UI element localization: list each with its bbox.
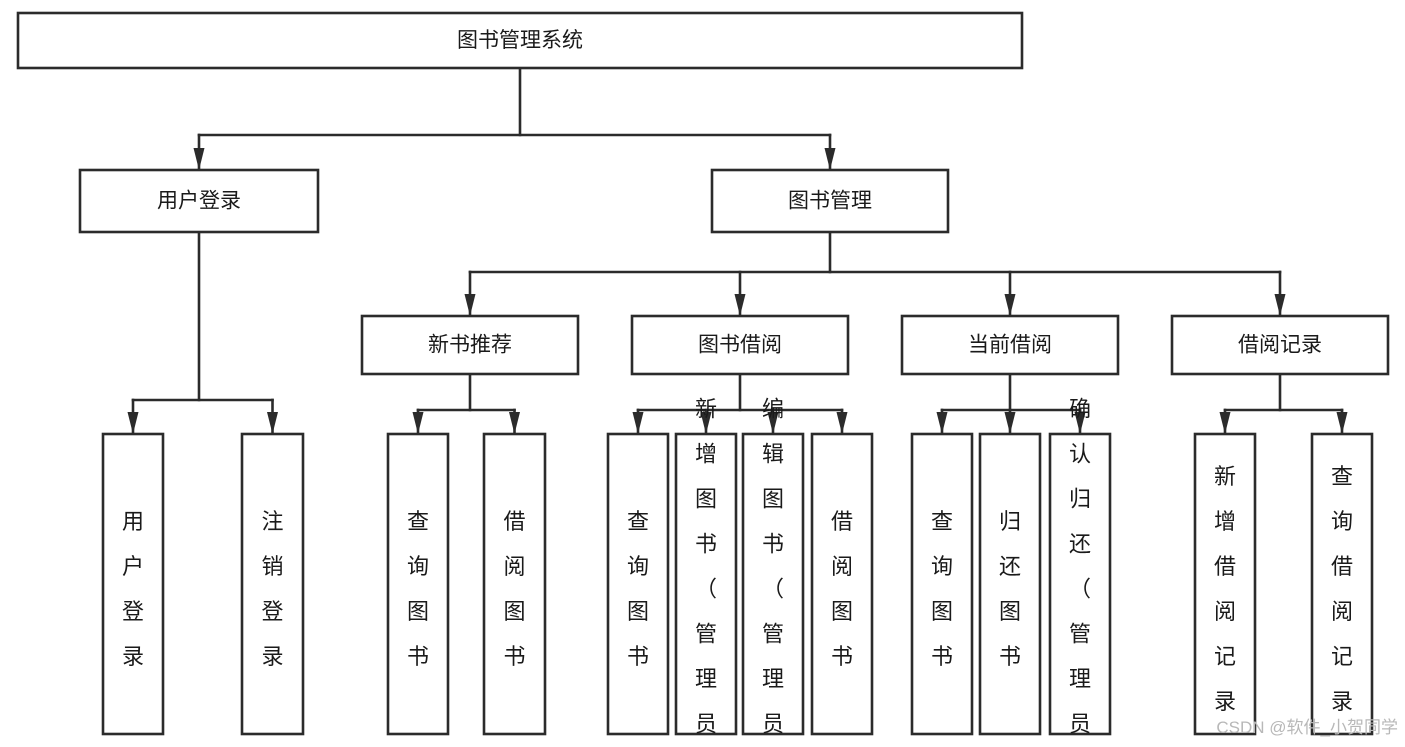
node-box-leaf-user-logout — [240, 432, 305, 736]
new-book-recommend-to-leaves-arrowhead-1 — [509, 412, 520, 434]
node-leaf-add-book-admin[interactable]: 新增图书（管理员） — [674, 397, 738, 747]
node-label-root: 图书管理系统 — [457, 29, 583, 52]
node-book-management[interactable]: 图书管理 — [710, 168, 950, 234]
node-box-leaf-borrow-book-recommend — [482, 432, 547, 736]
node-box-leaf-return-book — [978, 432, 1042, 736]
node-label-book-management: 图书管理 — [788, 190, 872, 213]
node-box-leaf-query-book-recommend — [386, 432, 450, 736]
borrow-record-to-leaves-arrowhead-1 — [1336, 412, 1348, 434]
borrow-record-to-leaves-arrowhead-0 — [1219, 412, 1231, 434]
node-label-leaf-user-login: 用户登录 — [122, 509, 144, 669]
node-borrow-record[interactable]: 借阅记录 — [1170, 314, 1390, 376]
node-box-leaf-confirm-return-admin — [1048, 432, 1112, 736]
node-leaf-query-book-current[interactable]: 查询图书 — [910, 432, 974, 736]
node-label-borrow-record: 借阅记录 — [1238, 334, 1322, 357]
node-box-new-book-recommend — [360, 314, 580, 376]
node-label-leaf-return-book: 归还图书 — [999, 509, 1021, 669]
bookmgmt-to-level3-arrowhead-3 — [1274, 294, 1286, 316]
node-box-leaf-borrow-book — [810, 432, 874, 736]
node-current-borrow[interactable]: 当前借阅 — [900, 314, 1120, 376]
node-label-leaf-borrow-book-recommend: 借阅图书 — [503, 509, 525, 669]
node-leaf-query-borrow-record[interactable]: 查询借阅记录 — [1310, 432, 1374, 736]
user-login-to-leaves-arrowhead-0 — [127, 412, 139, 434]
root-to-level2-arrowhead-1 — [824, 148, 836, 170]
node-box-current-borrow — [900, 314, 1120, 376]
node-label-book-borrow: 图书借阅 — [698, 334, 782, 357]
node-label-leaf-edit-book-admin: 编辑图书（管理员） — [762, 397, 784, 747]
book-borrow-to-leaves-arrowhead-1 — [700, 412, 712, 434]
node-box-leaf-add-borrow-record — [1193, 432, 1257, 736]
node-label-new-book-recommend: 新书推荐 — [428, 334, 512, 357]
node-label-leaf-add-borrow-record: 新增借阅记录 — [1214, 464, 1236, 714]
book-borrow-to-leaves-arrowhead-0 — [632, 412, 644, 434]
node-leaf-edit-book-admin[interactable]: 编辑图书（管理员） — [741, 397, 805, 747]
node-leaf-borrow-book[interactable]: 借阅图书 — [810, 432, 874, 736]
node-label-leaf-query-borrow-record: 查询借阅记录 — [1331, 464, 1353, 714]
node-label-leaf-user-logout: 注销登录 — [261, 509, 283, 669]
node-box-book-borrow — [630, 314, 850, 376]
node-label-leaf-add-book-admin: 新增图书（管理员） — [695, 397, 717, 747]
nodes-layer: 图书管理系统用户登录图书管理新书推荐图书借阅当前借阅借阅记录用户登录注销登录查询… — [16, 11, 1390, 747]
node-label-leaf-query-book-recommend: 查询图书 — [407, 509, 429, 669]
node-new-book-recommend[interactable]: 新书推荐 — [360, 314, 580, 376]
node-box-leaf-user-login — [101, 432, 165, 736]
bookmgmt-to-level3-arrowhead-1 — [734, 294, 746, 316]
node-leaf-return-book[interactable]: 归还图书 — [978, 432, 1042, 736]
node-leaf-query-book-recommend[interactable]: 查询图书 — [386, 432, 450, 736]
node-leaf-borrow-book-recommend[interactable]: 借阅图书 — [482, 432, 547, 736]
node-box-user-login — [78, 168, 320, 234]
csdn-watermark: CSDN @软件_小贺同学 — [1216, 718, 1398, 737]
node-label-leaf-query-book-current: 查询图书 — [931, 509, 953, 669]
node-box-root — [16, 11, 1024, 70]
user-login-to-leaves-arrowhead-1 — [267, 412, 278, 434]
node-book-borrow[interactable]: 图书借阅 — [630, 314, 850, 376]
node-leaf-user-login[interactable]: 用户登录 — [101, 432, 165, 736]
node-box-leaf-add-book-admin — [674, 432, 738, 736]
node-box-borrow-record — [1170, 314, 1390, 376]
node-leaf-query-book-borrow[interactable]: 查询图书 — [606, 432, 670, 736]
node-box-leaf-query-borrow-record — [1310, 432, 1374, 736]
node-label-leaf-borrow-book: 借阅图书 — [831, 509, 853, 669]
node-box-leaf-edit-book-admin — [741, 432, 805, 736]
current-borrow-to-leaves-arrowhead-0 — [936, 412, 948, 434]
bookmgmt-to-level3-arrowhead-0 — [464, 294, 476, 316]
node-root[interactable]: 图书管理系统 — [16, 11, 1024, 70]
node-leaf-add-borrow-record[interactable]: 新增借阅记录 — [1193, 432, 1257, 736]
node-user-login[interactable]: 用户登录 — [78, 168, 320, 234]
node-label-current-borrow: 当前借阅 — [968, 334, 1052, 357]
book-borrow-to-leaves-arrowhead-2 — [767, 412, 779, 434]
node-box-leaf-query-book-current — [910, 432, 974, 736]
node-label-user-login: 用户登录 — [157, 190, 241, 213]
node-leaf-confirm-return-admin[interactable]: 确认归还（管理员） — [1048, 397, 1112, 747]
node-box-book-management — [710, 168, 950, 234]
node-leaf-user-logout[interactable]: 注销登录 — [240, 432, 305, 736]
connectors-layer — [127, 66, 1348, 435]
current-borrow-to-leaves-arrowhead-1 — [1004, 412, 1016, 434]
book-borrow-to-leaves-arrowhead-3 — [836, 412, 848, 434]
node-label-leaf-confirm-return-admin: 确认归还（管理员） — [1069, 397, 1091, 747]
node-box-leaf-query-book-borrow — [606, 432, 670, 736]
node-label-leaf-query-book-borrow: 查询图书 — [627, 509, 649, 669]
new-book-recommend-to-leaves-arrowhead-0 — [412, 412, 424, 434]
root-to-level2-arrowhead-0 — [193, 148, 205, 170]
current-borrow-to-leaves-arrowhead-2 — [1074, 412, 1086, 434]
bookmgmt-to-level3-arrowhead-2 — [1004, 294, 1016, 316]
